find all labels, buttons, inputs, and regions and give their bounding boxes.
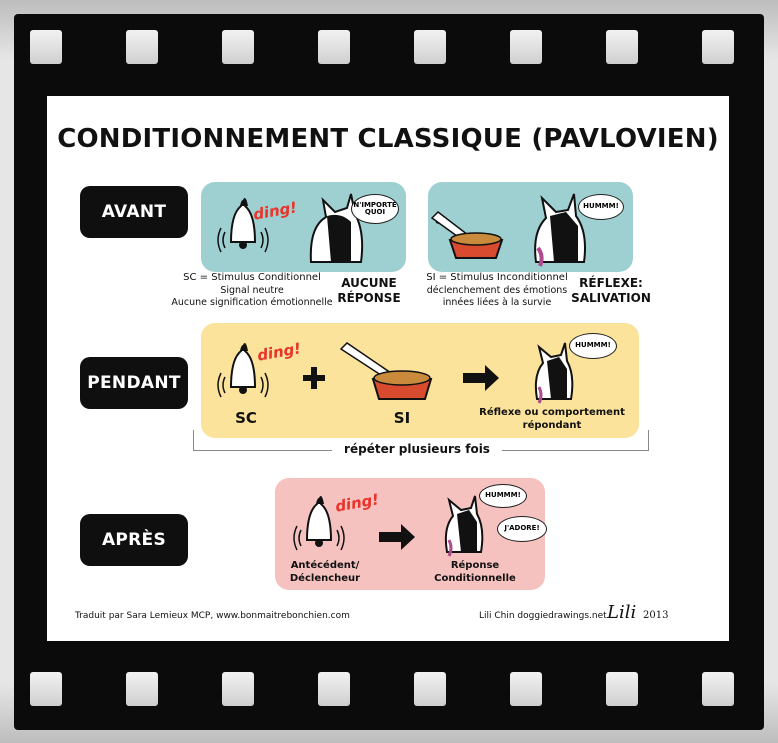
year: 2013 [643,610,669,621]
reflex-label-2: SALIVATION [571,291,651,305]
si-emotion-trigger: déclenchement des émotions [426,285,568,296]
si-definition: SI = Stimulus Inconditionnel [426,272,568,283]
sprocket-hole [222,30,254,64]
translator-credit: Traduit par Sara Lemieux MCP, www.bonmai… [75,611,350,621]
sprocket-hole [414,30,446,64]
sprocket-hole [318,30,350,64]
response-label-2: répondant [522,420,582,431]
dog-salivating-icon [444,495,484,557]
sc-definition: SC = Stimulus Conditionnel [183,272,321,283]
bell-illustration [217,343,269,398]
plus-icon [303,367,325,389]
conditioned-response-label-1: Réponse [450,560,500,571]
si-label: SI [393,409,411,427]
food-bowl-illustration [430,211,504,259]
sprocket-hole [126,30,158,64]
thought-bubble: HUMMM! [578,194,624,220]
stage-label-pendant: PENDANT [80,357,188,409]
thought-bubble: N'IMPORTE QUOI [351,194,399,224]
sprocket-hole [30,672,62,706]
sprocket-hole [414,672,446,706]
sprocket-hole [222,672,254,706]
sc-label: SC [235,409,257,427]
arrow-right-icon [379,524,415,550]
bell-illustration [293,496,345,551]
thought-bubble-love: J'ADORE! [497,516,547,542]
avant-neutral-stimulus-panel: ding! N'IMPORTE QUOI [201,182,406,272]
antecedent-label-1: Antécédent/ [290,560,360,571]
dog-neutral-icon [309,193,364,263]
apres-conditioned-panel: ding! HUMMM! J'ADORE! Antécédent/ Déclen… [275,478,547,590]
sprocket-hole [606,30,638,64]
sprocket-hole [606,672,638,706]
avant-unconditioned-stimulus-panel: HUMMM! [428,182,633,272]
sprocket-hole [510,672,542,706]
artist-credit: Lili Chin doggiedrawings.net [479,611,607,621]
thought-bubble: HUMMM! [479,484,527,508]
sprocket-hole [318,672,350,706]
no-response-label-1: AUCUNE [341,276,397,290]
si-survival: innées liées à la survie [442,297,552,308]
sprocket-hole [702,30,734,64]
repeat-label: répéter plusieurs fois [332,442,502,457]
reflex-label-1: RÉFLEXE: [579,276,643,290]
artist-signature: Lili [607,602,637,623]
sprocket-hole [126,672,158,706]
antecedent-label-2: Déclencheur [289,573,361,584]
poster-title: CONDITIONNEMENT CLASSIQUE (PAVLOVIEN) [57,124,719,154]
sc-signal-neutral: Signal neutre [220,285,284,296]
stage-label-apres: APRÈS [80,514,188,566]
response-label-1: Réflexe ou comportement [479,407,625,418]
no-response-label-2: RÉPONSE [337,291,401,305]
stage-label-avant: AVANT [80,186,188,238]
dog-salivating-icon [534,193,586,267]
pendant-pairing-panel: ding! HUMMM! SC SI Réflexe ou comporteme… [201,323,639,438]
poster: CONDITIONNEMENT CLASSIQUE (PAVLOVIEN) AV… [47,96,729,641]
arrow-right-icon [463,365,499,391]
sprocket-hole [702,672,734,706]
sc-no-emotion: Aucune signification émotionnelle [171,297,333,308]
bell-illustration [217,198,269,253]
thought-bubble: HUMMM! [569,333,617,359]
sprocket-hole [30,30,62,64]
sprocket-hole [510,30,542,64]
dog-salivating-icon [534,342,574,404]
conditioned-response-label-2: Conditionnelle [434,573,516,584]
food-bowl-illustration [339,342,433,400]
